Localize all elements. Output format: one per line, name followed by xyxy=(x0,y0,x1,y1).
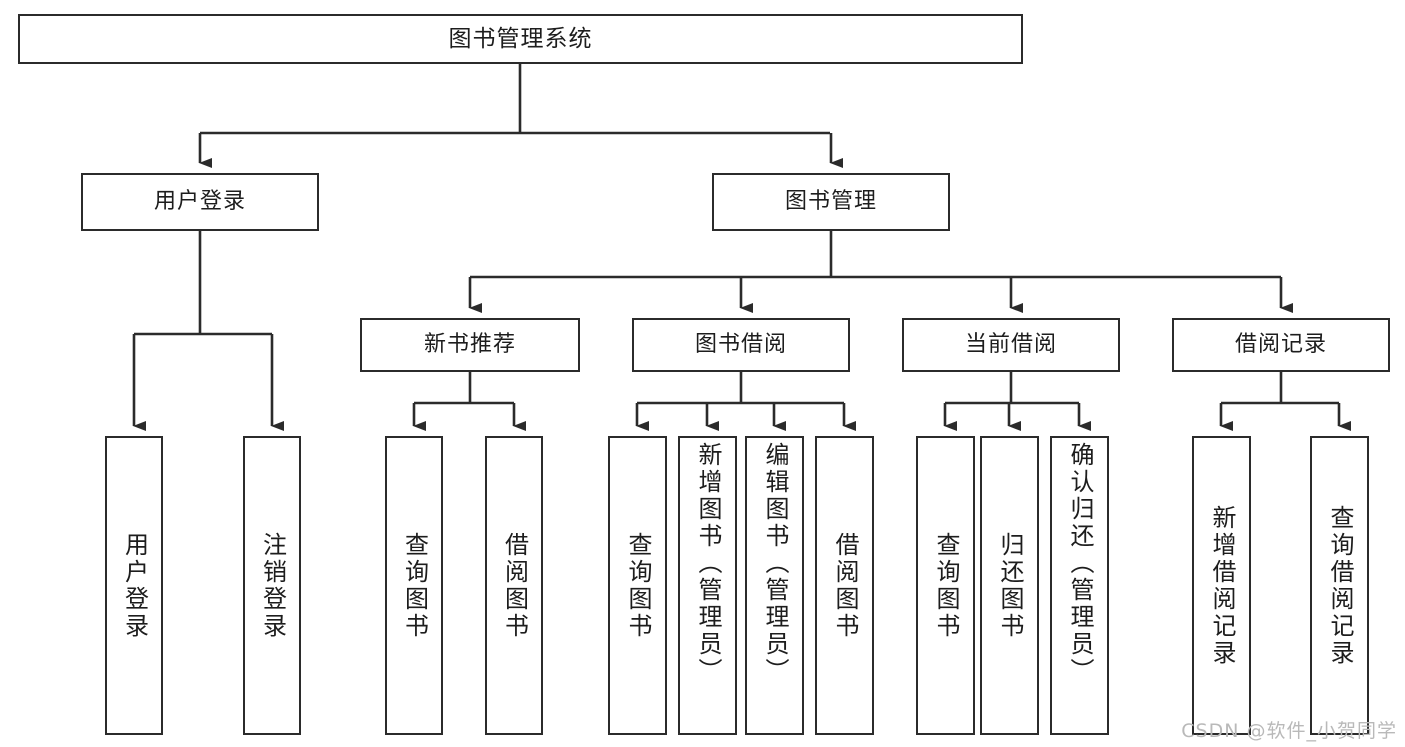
vtext-wrap: 查询借阅记录 xyxy=(1312,438,1367,733)
node-leaf-query-borrow-record[interactable]: 查询借阅记录 xyxy=(1310,436,1369,735)
node-book-manage-label: 图书管理 xyxy=(784,189,877,214)
vtext-wrap: 新增图书（管理员） xyxy=(680,438,735,733)
node-user-login[interactable]: 用户登录 xyxy=(81,173,319,231)
vtext-wrap: 编辑图书（管理员） xyxy=(747,438,802,733)
node-leaf-query-book-rec-label: 查询图书 xyxy=(400,531,429,640)
node-leaf-query-book-current-label: 查询图书 xyxy=(931,531,960,640)
vtext-wrap: 用户登录 xyxy=(107,438,161,733)
vtext-wrap: 新增借阅记录 xyxy=(1194,438,1249,733)
node-leaf-query-book-current[interactable]: 查询图书 xyxy=(916,436,975,735)
node-new-book-recommend-label: 新书推荐 xyxy=(423,332,516,357)
node-leaf-query-book-borrow-label: 查询图书 xyxy=(623,531,652,640)
node-leaf-logout[interactable]: 注销登录 xyxy=(243,436,301,735)
node-borrow-record[interactable]: 借阅记录 xyxy=(1172,318,1390,372)
node-leaf-confirm-return[interactable]: 确认归还（管理员） xyxy=(1050,436,1109,735)
node-leaf-return-book[interactable]: 归还图书 xyxy=(980,436,1039,735)
node-current-borrow-label: 当前借阅 xyxy=(964,332,1057,357)
node-leaf-user-login-label: 用户登录 xyxy=(120,531,149,640)
vtext-wrap: 查询图书 xyxy=(387,438,441,733)
node-leaf-borrow-book-rec-label: 借阅图书 xyxy=(500,531,529,640)
node-leaf-return-book-label: 归还图书 xyxy=(995,531,1024,640)
node-leaf-user-login[interactable]: 用户登录 xyxy=(105,436,163,735)
node-leaf-edit-book-label: 编辑图书（管理员） xyxy=(760,442,789,685)
vtext-wrap: 归还图书 xyxy=(982,438,1037,733)
node-root-system[interactable]: 图书管理系统 xyxy=(18,14,1023,64)
node-leaf-add-borrow-record-label: 新增借阅记录 xyxy=(1207,504,1236,667)
node-leaf-add-book-label: 新增图书（管理员） xyxy=(693,442,722,685)
node-book-borrow[interactable]: 图书借阅 xyxy=(632,318,850,372)
node-leaf-borrow-book[interactable]: 借阅图书 xyxy=(815,436,874,735)
node-leaf-edit-book[interactable]: 编辑图书（管理员） xyxy=(745,436,804,735)
node-leaf-add-book[interactable]: 新增图书（管理员） xyxy=(678,436,737,735)
node-leaf-query-book-rec[interactable]: 查询图书 xyxy=(385,436,443,735)
node-root-system-label: 图书管理系统 xyxy=(448,25,593,52)
vtext-wrap: 借阅图书 xyxy=(487,438,541,733)
node-book-borrow-label: 图书借阅 xyxy=(694,332,787,357)
node-new-book-recommend[interactable]: 新书推荐 xyxy=(360,318,580,372)
node-leaf-confirm-return-label: 确认归还（管理员） xyxy=(1065,442,1094,685)
node-leaf-query-book-borrow[interactable]: 查询图书 xyxy=(608,436,667,735)
watermark-text: CSDN @软件_小贺同学 xyxy=(1181,720,1397,742)
node-borrow-record-label: 借阅记录 xyxy=(1234,332,1327,357)
vtext-wrap: 注销登录 xyxy=(245,438,299,733)
node-leaf-query-borrow-record-label: 查询借阅记录 xyxy=(1325,504,1354,667)
node-user-login-label: 用户登录 xyxy=(153,189,246,214)
node-leaf-add-borrow-record[interactable]: 新增借阅记录 xyxy=(1192,436,1251,735)
node-current-borrow[interactable]: 当前借阅 xyxy=(902,318,1120,372)
vtext-wrap: 查询图书 xyxy=(918,438,973,733)
node-book-manage[interactable]: 图书管理 xyxy=(712,173,950,231)
vtext-wrap: 借阅图书 xyxy=(817,438,872,733)
vtext-wrap: 查询图书 xyxy=(610,438,665,733)
node-leaf-borrow-book-rec[interactable]: 借阅图书 xyxy=(485,436,543,735)
vtext-wrap: 确认归还（管理员） xyxy=(1052,438,1107,733)
node-leaf-logout-label: 注销登录 xyxy=(258,531,287,640)
node-leaf-borrow-book-label: 借阅图书 xyxy=(830,531,859,640)
